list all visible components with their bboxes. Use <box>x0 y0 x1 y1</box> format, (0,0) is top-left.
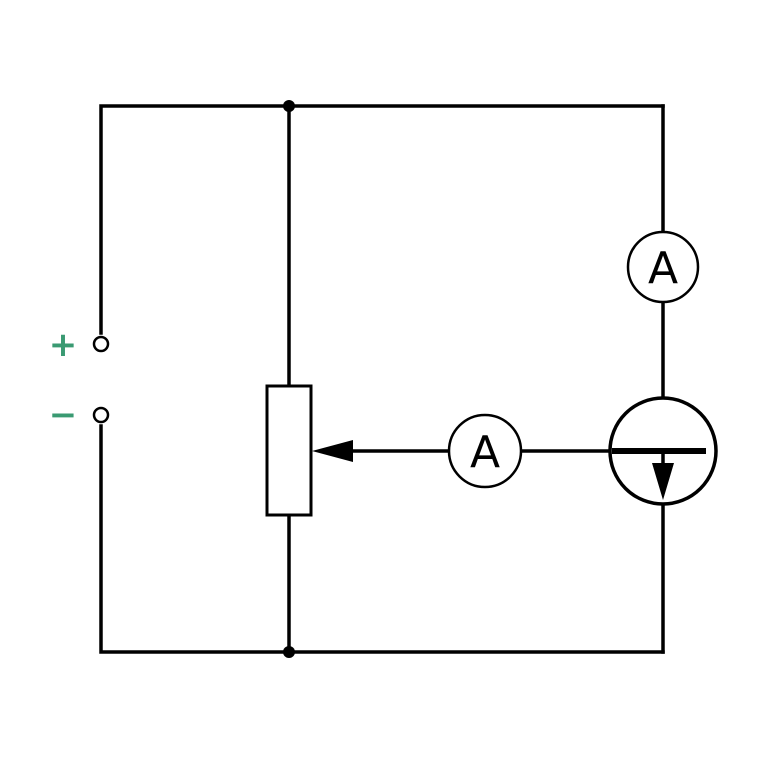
wire-top-left <box>99 104 291 335</box>
ammeter-middle-label: A <box>470 427 500 478</box>
potentiometer <box>265 384 313 517</box>
terminal-positive <box>92 335 110 353</box>
wiper-arrow-icon <box>312 440 353 462</box>
ammeter-top: A <box>626 230 700 304</box>
junction-dot-bottom <box>283 646 295 658</box>
wire-bottom <box>99 424 665 654</box>
ammeter-top-label: A <box>648 243 678 294</box>
junction-dot-top <box>283 100 295 112</box>
positive-label: + <box>49 325 78 365</box>
wires <box>99 104 665 654</box>
down-arrow-icon <box>652 463 674 500</box>
ammeter-middle: A <box>447 413 523 489</box>
terminal-negative <box>92 406 110 424</box>
negative-label: − <box>49 395 78 435</box>
diode-element <box>608 396 718 506</box>
